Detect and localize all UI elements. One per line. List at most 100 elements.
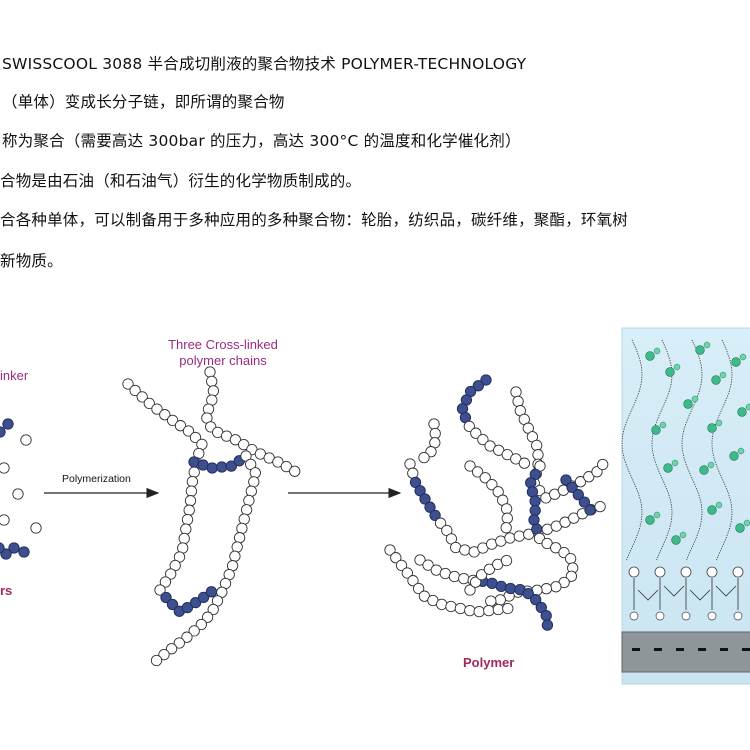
charge-symbol xyxy=(655,611,665,621)
water-particle xyxy=(737,447,745,455)
bead-light xyxy=(173,637,185,649)
bead-light xyxy=(207,385,220,397)
bead-light xyxy=(185,485,198,497)
water-particle xyxy=(679,531,687,539)
bead-light xyxy=(231,541,243,553)
bead-light xyxy=(150,654,163,667)
bead-light xyxy=(159,576,172,588)
bead-light xyxy=(412,582,425,595)
charge-symbol xyxy=(707,611,717,621)
bead-light xyxy=(414,554,426,566)
bead-light xyxy=(183,504,195,516)
bead-dark xyxy=(540,609,552,622)
bead-light xyxy=(195,618,207,631)
bead-light xyxy=(181,513,194,526)
bead-light xyxy=(564,552,577,565)
monomers-label: rs xyxy=(0,583,13,598)
bead-light xyxy=(238,513,250,525)
bead-light xyxy=(550,581,562,593)
bead-light xyxy=(166,414,179,427)
bead-dark xyxy=(530,594,542,606)
bead-dark xyxy=(18,546,30,558)
text-line-6: 新物质。 xyxy=(0,252,63,270)
bead-dark xyxy=(429,509,441,522)
bead-light xyxy=(500,503,513,515)
surface-charge xyxy=(742,648,750,651)
text-line-1: SWISSCOOL 3088 半合成切削液的聚合物技术 POLYMER-TECH… xyxy=(2,55,527,73)
surface-charge xyxy=(676,648,684,651)
bead-dark xyxy=(225,460,237,472)
bead-light xyxy=(504,532,516,544)
bead-light xyxy=(233,532,246,544)
bead-light xyxy=(471,466,484,478)
bead-dark xyxy=(166,598,179,611)
bead-dark xyxy=(160,591,172,604)
bead-dark xyxy=(578,496,591,508)
bead-light xyxy=(407,575,419,587)
water-particle xyxy=(719,371,727,379)
bead-light xyxy=(445,600,457,613)
bead-light xyxy=(122,378,134,390)
bead-light xyxy=(401,567,413,579)
bead-light xyxy=(243,494,255,507)
bead-light xyxy=(422,559,434,571)
bead-dark xyxy=(529,504,541,517)
bead-light xyxy=(154,584,166,596)
bead-light xyxy=(565,570,578,582)
bead-light xyxy=(502,602,514,615)
bead-light xyxy=(245,485,257,497)
bead-dark xyxy=(566,481,578,494)
bead-light xyxy=(236,522,248,535)
bead-light xyxy=(158,648,170,661)
water-particle xyxy=(651,425,661,435)
water-particle xyxy=(659,421,667,429)
polymer-label: Polymer xyxy=(463,655,515,670)
bead-light xyxy=(184,495,197,507)
bead-dark xyxy=(216,461,228,473)
bead-light xyxy=(494,594,506,606)
water-particle xyxy=(699,465,709,475)
bead-light xyxy=(534,460,546,472)
bead-dark xyxy=(522,587,534,600)
bead-light xyxy=(249,467,261,479)
water-particle xyxy=(653,511,661,519)
bead-light xyxy=(454,602,467,615)
water-particle xyxy=(691,395,699,403)
water-particle xyxy=(731,357,741,367)
bead-dark xyxy=(8,542,20,554)
bead-light xyxy=(464,460,476,472)
water-particle xyxy=(683,399,693,409)
bead-dark xyxy=(414,485,426,497)
bead-light xyxy=(129,384,141,397)
bead-light xyxy=(390,552,402,564)
bead-dark xyxy=(424,501,436,513)
water-particle xyxy=(673,363,681,371)
bead-light xyxy=(165,568,177,580)
bead-light xyxy=(178,532,190,545)
bead-light xyxy=(206,375,218,388)
anchor-group xyxy=(732,566,744,578)
bead-light xyxy=(165,643,178,655)
bead-light xyxy=(428,418,440,430)
bead-light xyxy=(486,478,498,491)
water-particle xyxy=(707,505,717,515)
crosslinked-label-line1: Three Cross-linked xyxy=(168,337,278,352)
bead-dark xyxy=(181,601,194,614)
bead-light xyxy=(583,471,595,483)
anchor-branch xyxy=(637,589,659,601)
anchor-group xyxy=(680,566,692,578)
bead-light xyxy=(485,595,497,607)
bead-light xyxy=(459,544,471,556)
bead-dark xyxy=(541,619,554,631)
anchor-branch xyxy=(715,585,737,597)
bead-light xyxy=(492,603,504,616)
bead-light xyxy=(448,570,461,583)
crosslinked-label-line2: polymer chains xyxy=(179,353,267,368)
surface-charge xyxy=(720,648,728,651)
bead-dark xyxy=(205,586,218,598)
charge-symbol xyxy=(681,611,691,621)
bead-light xyxy=(229,434,242,446)
bead-light xyxy=(188,625,200,637)
bead-light xyxy=(151,403,163,415)
surface-charge xyxy=(654,648,662,651)
